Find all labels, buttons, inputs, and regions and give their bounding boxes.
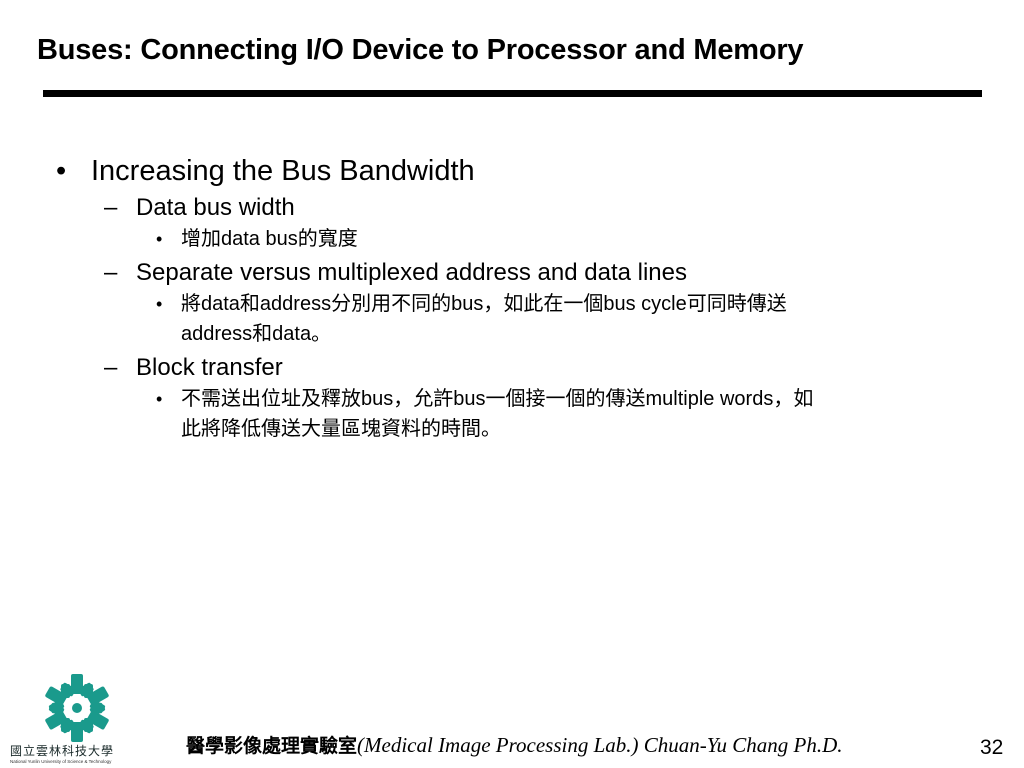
bullet-data-bus-width: – Data bus width (56, 192, 956, 224)
slide-content: • Increasing the Bus Bandwidth – Data bu… (56, 152, 956, 447)
bullet-main-text: Increasing the Bus Bandwidth (91, 155, 475, 187)
sub-bullet-text: 不需送出位址及釋放bus，允許bus一個接一個的傳送multiple words… (181, 388, 814, 440)
dash-marker: – (104, 354, 118, 381)
sub-bullet-text: 增加data bus的寬度 (181, 228, 358, 250)
bullet-separate-lines: – Separate versus multiplexed address an… (56, 257, 956, 289)
title-divider (43, 90, 982, 97)
dash-marker: – (104, 194, 118, 221)
sub-bullet-block-transfer: • 不需送出位址及釋放bus，允許bus一個接一個的傳送multiple wor… (56, 384, 816, 444)
sub-bullet-separate-lines: • 將data和address分別用不同的bus，如此在一個bus cycle可… (56, 289, 816, 349)
bullet-marker: • (56, 155, 67, 187)
bullet-block-transfer: – Block transfer (56, 352, 956, 384)
footer-lab-english: (Medical Image Processing Lab.) Chuan-Yu… (357, 733, 843, 757)
university-name: 國立雲林科技大學 (10, 744, 115, 758)
footer-credit: 醫學影像處理實驗室(Medical Image Processing Lab.)… (186, 731, 843, 758)
bullet-text: Separate versus multiplexed address and … (136, 259, 687, 286)
university-subtitle: National Yunlin University of Science & … (10, 759, 112, 764)
bullet-marker: • (156, 389, 163, 409)
bullet-main: • Increasing the Bus Bandwidth (56, 152, 956, 190)
sub-bullet-data-bus-width: • 增加data bus的寬度 (56, 224, 816, 254)
bullet-text: Data bus width (136, 194, 295, 221)
page-number: 32 (980, 736, 1004, 759)
bullet-text: Block transfer (136, 354, 283, 381)
sub-bullet-text: 將data和address分別用不同的bus，如此在一個bus cycle可同時… (181, 293, 787, 345)
footer-lab-chinese: 醫學影像處理實驗室 (186, 735, 358, 757)
bullet-marker: • (156, 294, 163, 314)
university-logo-icon (45, 674, 109, 742)
slide-title: Buses: Connecting I/O Device to Processo… (37, 34, 804, 66)
university-logo: 國立雲林科技大學 National Yunlin University of S… (8, 672, 144, 768)
bullet-marker: • (156, 229, 163, 249)
dash-marker: – (104, 259, 118, 286)
